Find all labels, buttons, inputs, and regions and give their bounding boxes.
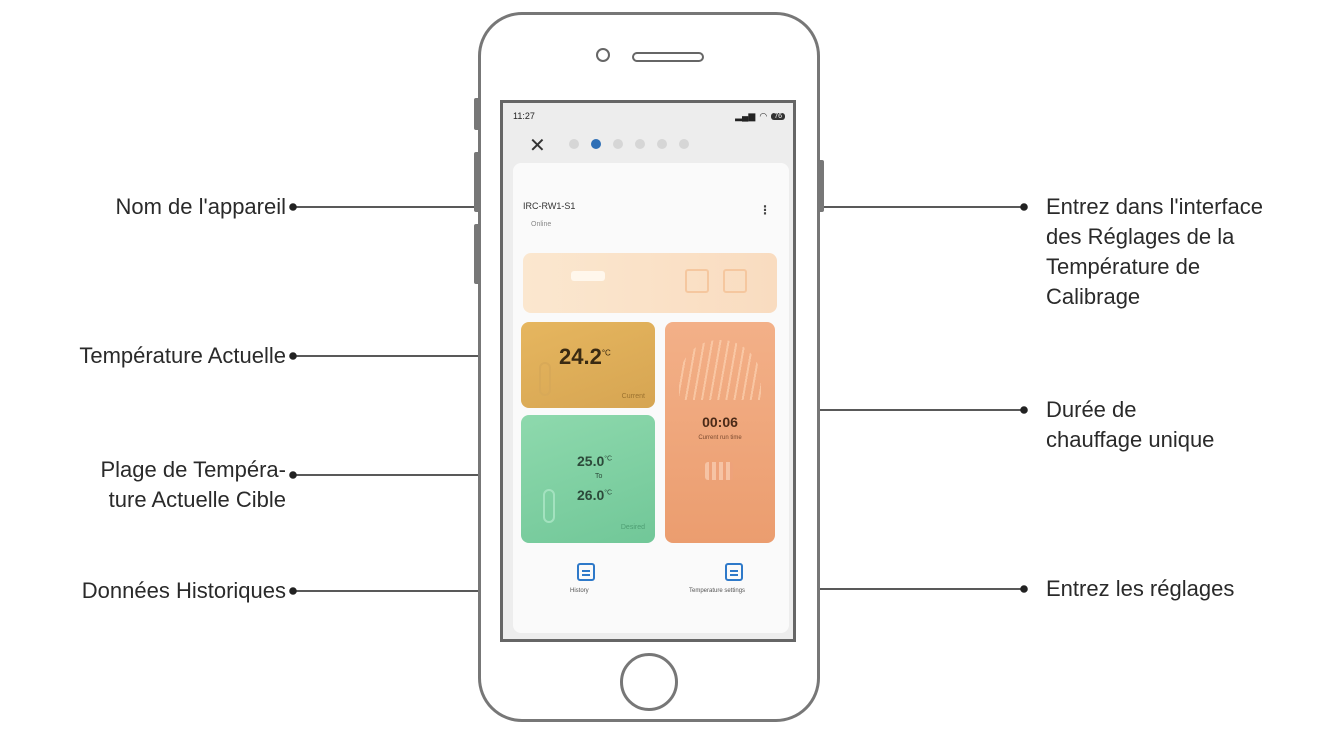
callout-calibration-line2: des Réglages de la <box>1046 224 1235 249</box>
device-name: IRC-RW1-S1 <box>523 201 576 211</box>
volume-up-button <box>474 152 480 212</box>
current-label: Current <box>621 393 645 400</box>
ac-panel[interactable] <box>523 253 777 313</box>
ac-unit-icon <box>571 271 605 281</box>
thermometer-icon <box>539 362 551 396</box>
target-separator: To <box>595 473 603 480</box>
callout-calibration-line3: Température de <box>1046 254 1201 279</box>
callout-heating-line2: chauffage unique <box>1046 427 1215 452</box>
history-icon[interactable] <box>577 563 595 581</box>
signal-icon: ▂▄▆ <box>735 111 756 121</box>
status-time: 11:27 <box>513 111 535 121</box>
callout-heating-line1: Durée de <box>1046 397 1137 422</box>
run-time-label: Current run time <box>698 435 742 441</box>
front-camera <box>596 48 610 62</box>
heat-rays-illustration <box>679 340 761 400</box>
page-dot[interactable] <box>657 139 667 149</box>
wifi-icon: ◠ <box>759 111 768 121</box>
mute-switch <box>474 98 480 130</box>
callout-calibration: Entrez dans l'interface des Réglages de … <box>1046 192 1263 312</box>
phone-screen: 11:27 ▂▄▆ ◠ 76 ✕ IRC-RW1-S1 Online ⋮ 24.… <box>500 100 796 642</box>
close-icon[interactable]: ✕ <box>529 135 546 157</box>
earpiece-speaker <box>632 52 704 62</box>
current-temperature-value: 24.2 <box>559 344 602 369</box>
page-dot[interactable] <box>679 139 689 149</box>
target-low-value: 25.0 <box>577 453 605 469</box>
callout-target-range-line2: ture Actuelle Cible <box>108 487 286 512</box>
home-button[interactable] <box>620 653 678 711</box>
temperature-settings-label[interactable]: Temperature settings <box>689 588 746 594</box>
mode-icon[interactable] <box>685 269 709 293</box>
settings-sliders-icon[interactable] <box>725 563 743 581</box>
device-status: Online <box>531 221 552 228</box>
power-button <box>818 160 824 212</box>
page-dot[interactable] <box>569 139 579 149</box>
target-range-tile[interactable]: 25.0°C To 26.0°C Desired <box>521 415 655 543</box>
page-dot[interactable] <box>635 139 645 149</box>
callout-settings: Entrez les réglages <box>1046 576 1235 601</box>
callout-target-range-line1: Plage de Tempéra- <box>100 457 287 482</box>
history-label[interactable]: History <box>570 588 589 594</box>
current-temperature-unit: °C <box>601 348 611 358</box>
run-time-tile[interactable]: 00:06 Current run time <box>665 322 775 543</box>
bottom-nav: History Temperature settings <box>513 555 789 625</box>
target-high-unit: °C <box>604 489 613 497</box>
heater-icon <box>705 462 733 480</box>
callout-history: Données Historiques <box>81 578 286 603</box>
page-dot[interactable] <box>613 139 623 149</box>
page-indicator <box>569 139 689 149</box>
more-menu-icon[interactable]: ⋮ <box>759 203 771 217</box>
mode-icon[interactable] <box>723 269 747 293</box>
current-temperature-tile[interactable]: 24.2°C Current <box>521 322 655 408</box>
callout-device-name: Nom de l'appareil <box>115 194 286 219</box>
callout-current-temp: Température Actuelle <box>79 343 286 368</box>
target-high-value: 26.0 <box>577 487 605 503</box>
page-dot-active[interactable] <box>591 139 601 149</box>
run-time-value: 00:06 <box>702 414 738 430</box>
callout-calibration-line4: Calibrage <box>1046 284 1141 309</box>
target-high: 26.0°C <box>577 487 612 503</box>
target-low: 25.0°C <box>577 453 612 469</box>
callout-target-range: Plage de Tempéra- ture Actuelle Cible <box>101 455 287 515</box>
battery-icon: 76 <box>771 113 785 120</box>
target-low-unit: °C <box>604 455 613 463</box>
callout-heating-duration: Durée de chauffage unique <box>1046 395 1214 455</box>
current-temperature: 24.2°C <box>559 344 611 370</box>
status-icons: ▂▄▆ ◠ 76 <box>735 111 785 122</box>
callout-calibration-line1: Entrez dans l'interface <box>1046 194 1263 219</box>
desired-label: Desired <box>620 524 645 531</box>
thermometer-icon <box>543 489 555 523</box>
volume-down-button <box>474 224 480 284</box>
